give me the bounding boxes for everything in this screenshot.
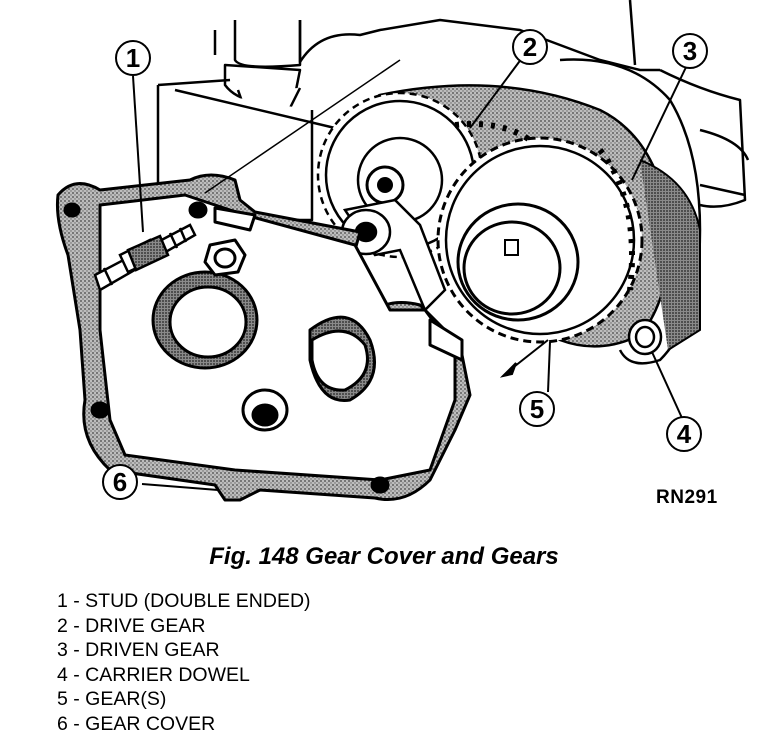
- svg-text:6: 6: [113, 467, 127, 497]
- legend-item: 4 - CARRIER DOWEL: [57, 663, 250, 686]
- legend-item: 2 - DRIVE GEAR: [57, 614, 206, 637]
- parts-legend: 1 - STUD (DOUBLE ENDED) 2 - DRIVE GEAR 3…: [57, 589, 311, 737]
- leader-lines: [132, 57, 689, 491]
- svg-text:5: 5: [530, 394, 544, 424]
- legend-item: 5 - GEAR(S): [57, 688, 167, 711]
- svg-text:3: 3: [683, 36, 697, 66]
- figure-caption: Fig. 148 Gear Cover and Gears: [209, 543, 559, 570]
- legend-item: 3 - DRIVEN GEAR: [57, 639, 220, 662]
- double-ended-stud: [93, 223, 197, 292]
- callout-2: 2: [512, 29, 548, 65]
- svg-text:4: 4: [677, 419, 692, 449]
- callout-4: 4: [666, 416, 702, 452]
- legend-item: 1 - STUD (DOUBLE ENDED): [57, 590, 311, 612]
- svg-text:1: 1: [126, 43, 140, 73]
- callout-3: 3: [672, 33, 708, 69]
- legend-item: 6 - GEAR COVER: [57, 712, 216, 735]
- gear-cover-illustration: 1 2 3 4 5 6: [56, 0, 750, 502]
- svg-text:2: 2: [523, 32, 537, 62]
- callout-1: 1: [115, 40, 151, 76]
- carrier-dowel: [627, 318, 663, 356]
- driven-gear: [436, 121, 644, 344]
- callout-5: 5: [519, 391, 555, 427]
- figure-code: RN291: [656, 487, 718, 508]
- callout-6: 6: [102, 464, 138, 500]
